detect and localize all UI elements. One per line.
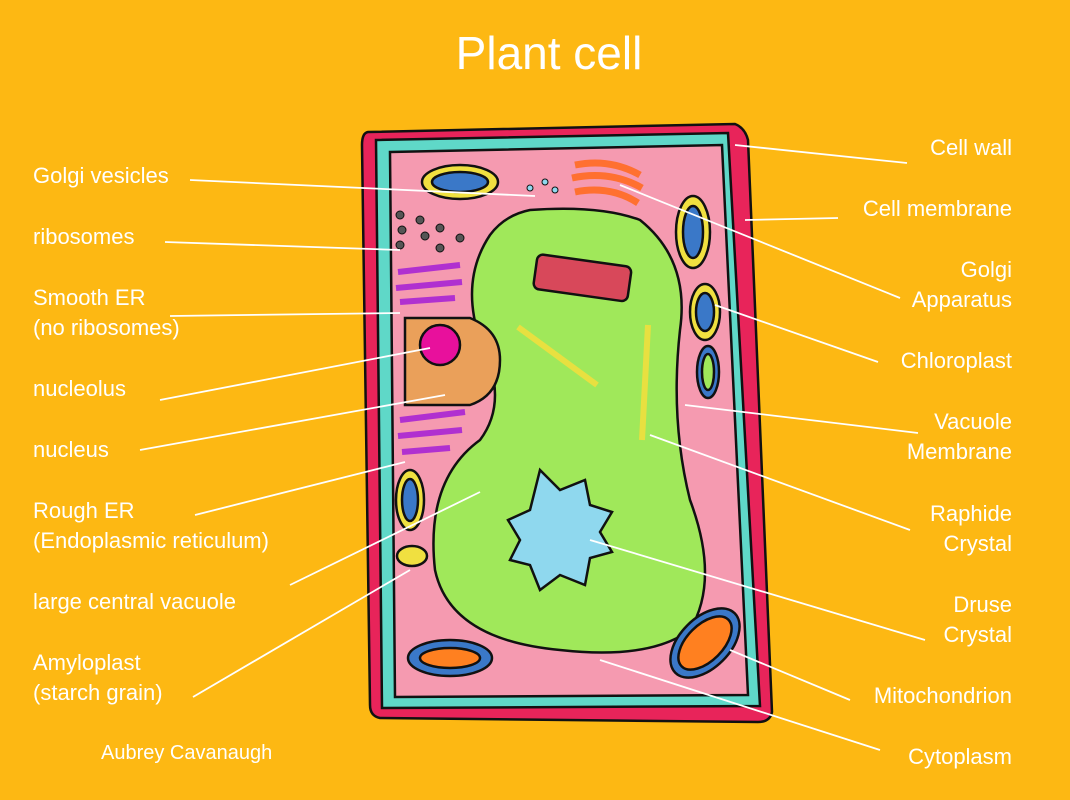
golgi-apparatus: [571, 159, 644, 206]
label-ribosomes: ribosomes: [33, 224, 135, 249]
page-title: Plant cell: [455, 27, 643, 79]
label-mitochondrion: Mitochondrion: [873, 683, 1012, 708]
label-golgi-vesicles: Golgi vesicles: [33, 163, 169, 188]
leader-lines: [139, 144, 926, 751]
ribosomes: [395, 178, 559, 253]
label-amyloplast: Amyloplast: [33, 650, 141, 675]
label-smooth-er-note: (no ribosomes): [33, 315, 180, 340]
rough-er: [397, 409, 466, 455]
label-druse: Druse: [953, 592, 1012, 617]
label-chloroplast: Chloroplast: [900, 348, 1012, 373]
label-amyloplast-note: (starch grain): [33, 680, 163, 705]
amyloplast: [395, 544, 429, 568]
label-rough-er-note: (Endoplasmic reticulum): [33, 528, 269, 553]
label-rough-er: Rough ER: [33, 498, 135, 523]
label-nucleus: nucleus: [33, 437, 109, 462]
label-raphide: Raphide: [930, 501, 1012, 526]
label-smooth-er: Smooth ER: [33, 285, 146, 310]
label-vacuole: large central vacuole: [33, 589, 237, 614]
label-golgi: Golgi: [960, 257, 1012, 282]
raphide-crystal-center: [532, 253, 633, 303]
label-vacuole-membrane-2: Membrane: [906, 439, 1012, 464]
druse-crystal: [506, 467, 614, 592]
nucleolus: [418, 323, 462, 367]
label-cytoplasm: Cytoplasm: [908, 744, 1012, 769]
label-vacuole-membrane: Vacuole: [934, 409, 1012, 434]
label-cell-wall: Cell wall: [930, 135, 1012, 160]
label-nucleolus: nucleolus: [33, 376, 126, 401]
label-raphide-crystal: Crystal: [943, 531, 1012, 556]
label-druse-crystal: Crystal: [943, 622, 1012, 647]
author-credit: Aubrey Cavanaugh: [101, 742, 273, 764]
label-golgi-apparatus: Apparatus: [911, 287, 1012, 312]
label-cell-membrane: Cell membrane: [862, 196, 1012, 221]
smooth-er: [395, 262, 463, 305]
